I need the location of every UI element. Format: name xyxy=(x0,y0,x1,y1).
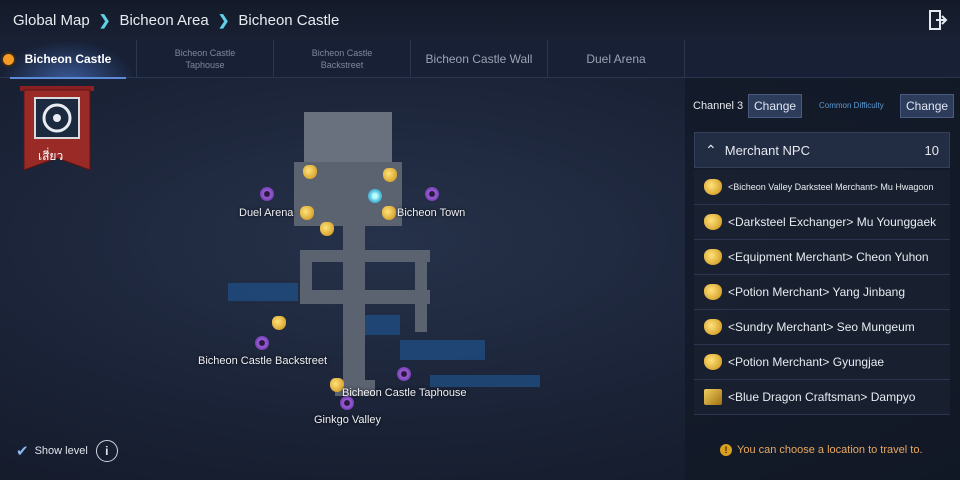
craftsman-icon xyxy=(704,389,722,405)
show-level-label: Show level xyxy=(34,445,88,457)
tab-castle-wall[interactable]: Bicheon Castle Wall xyxy=(411,40,548,78)
change-difficulty-button[interactable]: Change xyxy=(900,94,955,118)
current-location-icon xyxy=(3,54,14,65)
tab-label: Bicheon Castle xyxy=(24,52,112,66)
npc-count: 10 xyxy=(924,142,939,158)
merchant-npc-icon[interactable] xyxy=(300,206,314,220)
money-bag-icon xyxy=(704,214,722,230)
map-label-ginkgo-valley[interactable]: Ginkgo Valley xyxy=(314,414,382,426)
money-bag-icon xyxy=(704,354,722,370)
chevron-up-icon: ⌃ xyxy=(705,141,717,158)
info-icon[interactable]: i xyxy=(95,440,118,462)
tab-label: Bicheon Castle Backstreet xyxy=(311,48,373,70)
npc-category-title: Merchant NPC xyxy=(724,142,810,158)
npc-list-item[interactable]: <Sundry Merchant> Seo Mungeum xyxy=(694,310,950,345)
npc-name: <Sundry Merchant> Seo Mungeum xyxy=(728,320,915,334)
tab-backstreet[interactable]: Bicheon Castle Backstreet xyxy=(274,40,411,78)
tab-duel-arena[interactable]: Duel Arena xyxy=(548,40,685,78)
warning-icon: ! xyxy=(720,444,732,456)
location-tabs: Bicheon Castle Bicheon Castle Taphouse B… xyxy=(0,40,960,79)
map-label-duel-arena[interactable]: Duel Arena xyxy=(239,207,294,219)
waypoint-icon[interactable] xyxy=(255,336,269,350)
tab-label: Bicheon Castle Taphouse xyxy=(174,48,236,70)
breadcrumb-global-map[interactable]: Global Map xyxy=(13,11,90,29)
banner-text: เสี่ยว xyxy=(38,149,64,163)
money-bag-icon xyxy=(704,249,722,265)
chevron-right-icon: ❯ xyxy=(217,11,230,28)
faction-banner: เสี่ยว xyxy=(20,86,94,172)
breadcrumb: Global Map ❯ Bicheon Area ❯ Bicheon Castle xyxy=(0,0,960,40)
money-bag-icon xyxy=(704,179,722,195)
waypoint-icon[interactable] xyxy=(340,396,354,410)
waypoint-icon[interactable] xyxy=(425,187,439,201)
waypoint-icon[interactable] xyxy=(397,367,411,381)
npc-name: <Equipment Merchant> Cheon Yuhon xyxy=(728,250,929,264)
breadcrumb-bicheon-area[interactable]: Bicheon Area xyxy=(119,11,209,29)
merchant-npc-icon[interactable] xyxy=(320,222,334,236)
checkbox-checked-icon[interactable]: ✔ xyxy=(16,443,29,460)
chevron-right-icon: ❯ xyxy=(98,11,111,28)
map-label-taphouse[interactable]: Bicheon Castle Taphouse xyxy=(342,387,467,399)
player-position-icon xyxy=(368,189,382,203)
npc-name: <Darksteel Exchanger> Mu Younggaek xyxy=(728,215,937,229)
merchant-npc-icon[interactable] xyxy=(272,316,286,330)
npc-list-item[interactable]: <Potion Merchant> Gyungjae xyxy=(694,345,950,380)
npc-list-item[interactable]: <Blue Dragon Craftsman> Dampyo xyxy=(694,380,950,415)
hint-text: You can choose a location to travel to. xyxy=(737,444,923,456)
difficulty-label: Common Difficulty xyxy=(819,101,884,110)
show-level-toggle[interactable]: ✔ Show level i xyxy=(16,440,118,462)
craftsman-npc-icon[interactable] xyxy=(303,165,317,179)
npc-list-item[interactable]: <Darksteel Exchanger> Mu Younggaek xyxy=(694,205,950,240)
npc-name: <Potion Merchant> Yang Jinbang xyxy=(728,285,906,299)
money-bag-icon xyxy=(704,319,722,335)
npc-list-item[interactable]: <Equipment Merchant> Cheon Yuhon xyxy=(694,240,950,275)
npc-list-header[interactable]: ⌃ Merchant NPC 10 xyxy=(694,132,950,168)
tab-bicheon-castle[interactable]: Bicheon Castle xyxy=(0,40,137,79)
merchant-npc-icon[interactable] xyxy=(382,206,396,220)
npc-name: <Potion Merchant> Gyungjae xyxy=(728,355,885,369)
travel-hint: ! You can choose a location to travel to… xyxy=(720,444,923,456)
breadcrumb-bicheon-castle: Bicheon Castle xyxy=(238,11,340,29)
npc-name: <Bicheon Valley Darksteel Merchant> Mu H… xyxy=(728,182,934,192)
npc-list-item[interactable]: <Potion Merchant> Yang Jinbang xyxy=(694,275,950,310)
merchant-npc-icon[interactable] xyxy=(330,378,344,392)
npc-name: <Blue Dragon Craftsman> Dampyo xyxy=(728,390,916,404)
change-channel-button[interactable]: Change xyxy=(748,94,803,118)
waypoint-icon[interactable] xyxy=(260,187,274,201)
npc-list-item[interactable]: <Bicheon Valley Darksteel Merchant> Mu H… xyxy=(694,170,950,205)
map-label-bicheon-town[interactable]: Bicheon Town xyxy=(397,207,466,219)
merchant-npc-icon[interactable] xyxy=(383,168,397,182)
tab-label: Duel Arena xyxy=(586,52,646,66)
money-bag-icon xyxy=(704,284,722,300)
exit-icon[interactable] xyxy=(928,9,948,31)
tab-taphouse[interactable]: Bicheon Castle Taphouse xyxy=(137,40,274,78)
map-label-backstreet[interactable]: Bicheon Castle Backstreet xyxy=(198,355,328,367)
tab-label: Bicheon Castle Wall xyxy=(425,52,533,66)
channel-label: Channel 3 xyxy=(693,100,744,112)
faction-emblem-icon xyxy=(20,86,94,171)
